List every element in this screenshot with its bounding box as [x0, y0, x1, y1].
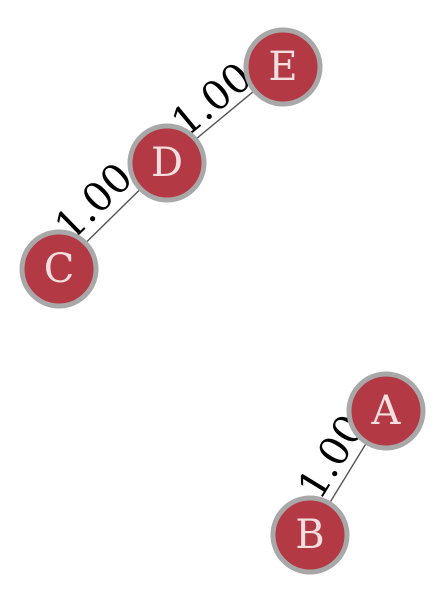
node-a-label: A: [371, 388, 402, 434]
node-c-circle[interactable]: [19, 229, 99, 309]
node-d-circle[interactable]: [127, 123, 207, 203]
edges-layer: 1.00 1.00 1.00: [44, 51, 387, 536]
node-b-label: B: [295, 512, 324, 558]
node-b[interactable]: B: [270, 495, 350, 575]
node-a[interactable]: A: [346, 371, 426, 451]
node-b-circle[interactable]: [270, 495, 350, 575]
node-c[interactable]: C: [19, 229, 99, 309]
node-e-circle[interactable]: [243, 27, 323, 107]
node-d-label: D: [151, 140, 183, 186]
node-a-circle[interactable]: [346, 371, 426, 451]
nodes-layer: A B C D E: [19, 27, 426, 575]
node-c-label: C: [44, 246, 75, 292]
node-e[interactable]: E: [243, 27, 323, 107]
node-d[interactable]: D: [127, 123, 207, 203]
node-e-label: E: [268, 44, 297, 90]
